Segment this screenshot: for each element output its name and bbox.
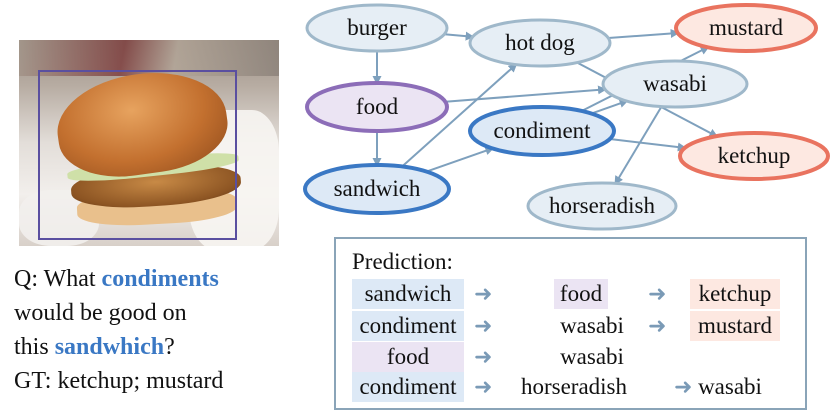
node-hotdog-label: hot dog (505, 30, 575, 55)
node-wasabi-label: wasabi (643, 71, 707, 96)
question-line3-suffix: ? (164, 334, 175, 360)
question-line3-prefix: this (14, 334, 55, 360)
prediction-row-1-c3: ketchup (690, 279, 780, 309)
edge-condiment-ketchup (602, 133, 687, 152)
node-food: food (305, 81, 449, 133)
prediction-row-1-c2: food (554, 279, 608, 309)
node-horseradish-shape (526, 181, 678, 231)
node-condiment-shape (468, 105, 616, 157)
node-mustard-label: mustard (709, 15, 784, 40)
prediction-row-4-c1: condiment (352, 372, 464, 402)
prediction-title: Prediction: (352, 249, 453, 274)
prediction-row-1-c1: sandwich (352, 279, 464, 309)
node-sandwich-label: sandwich (334, 176, 421, 201)
prediction-row-4-arrow-1-icon: ➜ (474, 374, 493, 399)
node-ketchup-label: ketchup (718, 143, 791, 168)
node-condiment: condiment (468, 105, 616, 157)
prediction-row-2-c3: mustard (690, 311, 780, 341)
node-food-label: food (356, 94, 399, 119)
edge-hotdog-mustard (601, 28, 680, 44)
prediction-panel (334, 237, 807, 410)
question-keyword-sandwhich: sandwhich (54, 334, 165, 360)
prediction-row-4-c3: wasabi (698, 374, 762, 399)
prediction-row-2-arrow-2-icon: ➜ (648, 313, 667, 338)
prediction-row-3-arrow-1-icon: ➜ (474, 344, 493, 369)
node-burger-shape (305, 3, 449, 53)
node-sandwich: sandwich (303, 163, 451, 215)
ground-truth: GT: ketchup; mustard (14, 368, 224, 394)
question-block: Q: What condiments would be good on this… (14, 262, 223, 398)
node-burger-label: burger (347, 15, 407, 40)
node-ketchup-shape (678, 131, 830, 181)
question-keyword-condiments: condiments (101, 266, 219, 292)
question-line-2: would be good on (14, 300, 187, 326)
node-food-shape (305, 81, 449, 133)
edge-wasabi-horseradish (614, 98, 669, 186)
node-hotdog-shape (468, 18, 612, 68)
edge-sandwich-condiment (418, 146, 495, 179)
prediction-row-2-c2: wasabi (560, 313, 624, 338)
prediction-row-4-arrow-2-icon: ➜ (674, 374, 693, 399)
prediction-row-1-arrow-2-icon: ➜ (648, 281, 667, 306)
question-line-3: this sandwhich? (14, 330, 223, 364)
prediction-row-2-arrow-1-icon: ➜ (474, 313, 493, 338)
node-burger: burger (305, 3, 449, 53)
node-mustard: mustard (674, 3, 818, 53)
node-ketchup: ketchup (678, 131, 830, 181)
prediction-row-2-c1: condiment (352, 311, 464, 341)
node-mustard-shape (674, 3, 818, 53)
node-hotdog: hot dog (468, 18, 612, 68)
node-horseradish: horseradish (526, 181, 678, 231)
detection-bounding-box (38, 70, 237, 240)
node-wasabi-shape (601, 59, 749, 109)
node-sandwich-shape (303, 163, 451, 215)
graph-nodes: burger hot dog mustard wasabi food condiment k… (303, 3, 830, 231)
prediction-row-3-c1: food (352, 342, 464, 372)
question-line-1: Q: What condiments (14, 262, 223, 296)
prediction-row-3-c2: wasabi (560, 344, 624, 369)
node-horseradish-label: horseradish (549, 193, 656, 218)
node-wasabi: wasabi (601, 59, 749, 109)
question-prefix: Q: What (14, 266, 102, 292)
edge-food-wasabi (445, 85, 608, 103)
prediction-row-4-c2: horseradish (520, 374, 628, 399)
prediction-row-1-arrow-1-icon: ➜ (474, 281, 493, 306)
node-condiment-label: condiment (493, 118, 591, 143)
edge-burger-hotdog (437, 29, 475, 41)
